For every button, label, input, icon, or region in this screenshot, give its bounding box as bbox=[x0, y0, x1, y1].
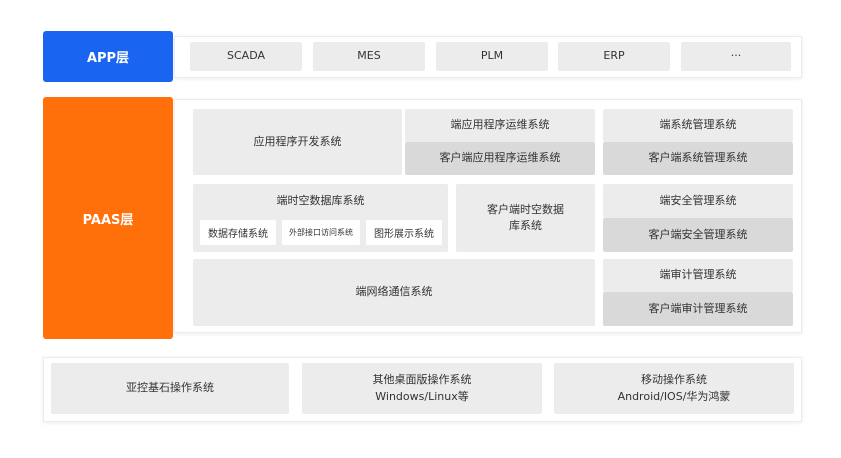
desktop-os-line1: 其他桌面版操作系统 bbox=[372, 373, 472, 386]
audit-mgmt-system: 端审计管理系统 bbox=[603, 259, 793, 292]
client-sys-mgmt-system: 客户端系统管理系统 bbox=[603, 142, 793, 175]
app-item-mes: MES bbox=[313, 42, 425, 71]
app-item-more: ··· bbox=[681, 42, 791, 71]
tsdb-data-storage: 数据存储系统 bbox=[200, 220, 276, 245]
app-item-plm: PLM bbox=[436, 42, 548, 71]
yakong-os: 亚控基石操作系统 bbox=[51, 363, 289, 414]
app-dev-system: 应用程序开发系统 bbox=[193, 109, 402, 175]
sys-mgmt-system: 端系统管理系统 bbox=[603, 109, 793, 142]
mobile-os: 移动操作系统 Android/IOS/华为鸿蒙 bbox=[554, 363, 794, 414]
desktop-os-line2: Windows/Linux等 bbox=[375, 389, 469, 403]
network-comm-system: 端网络通信系统 bbox=[193, 259, 595, 326]
client-audit-mgmt-system: 客户端审计管理系统 bbox=[603, 292, 793, 326]
sec-mgmt-system: 端安全管理系统 bbox=[603, 184, 793, 218]
paas-layer-label: PAAS层 bbox=[43, 97, 173, 339]
app-ops-system: 端应用程序运维系统 bbox=[405, 109, 595, 142]
client-tsdb-line1: 客户端时空数据 bbox=[487, 202, 564, 216]
mobile-os-line1: 移动操作系统 bbox=[641, 373, 707, 386]
client-app-ops-system: 客户端应用程序运维系统 bbox=[405, 142, 595, 175]
app-layer-label: APP层 bbox=[43, 31, 173, 82]
client-sec-mgmt-system: 客户端安全管理系统 bbox=[603, 218, 793, 252]
mobile-os-line2: Android/IOS/华为鸿蒙 bbox=[617, 389, 731, 403]
tsdb-external-interface: 外部接口访问系统 bbox=[282, 220, 360, 245]
tsdb-graphics-display: 图形展示系统 bbox=[366, 220, 442, 245]
app-item-erp: ERP bbox=[558, 42, 670, 71]
client-tsdb-line2: 库系统 bbox=[509, 219, 542, 232]
desktop-os: 其他桌面版操作系统 Windows/Linux等 bbox=[302, 363, 542, 414]
app-item-scada: SCADA bbox=[190, 42, 302, 71]
client-tsdb-system: 客户端时空数据 库系统 bbox=[456, 184, 595, 252]
tsdb-system-title: 端时空数据库系统 bbox=[276, 194, 365, 207]
